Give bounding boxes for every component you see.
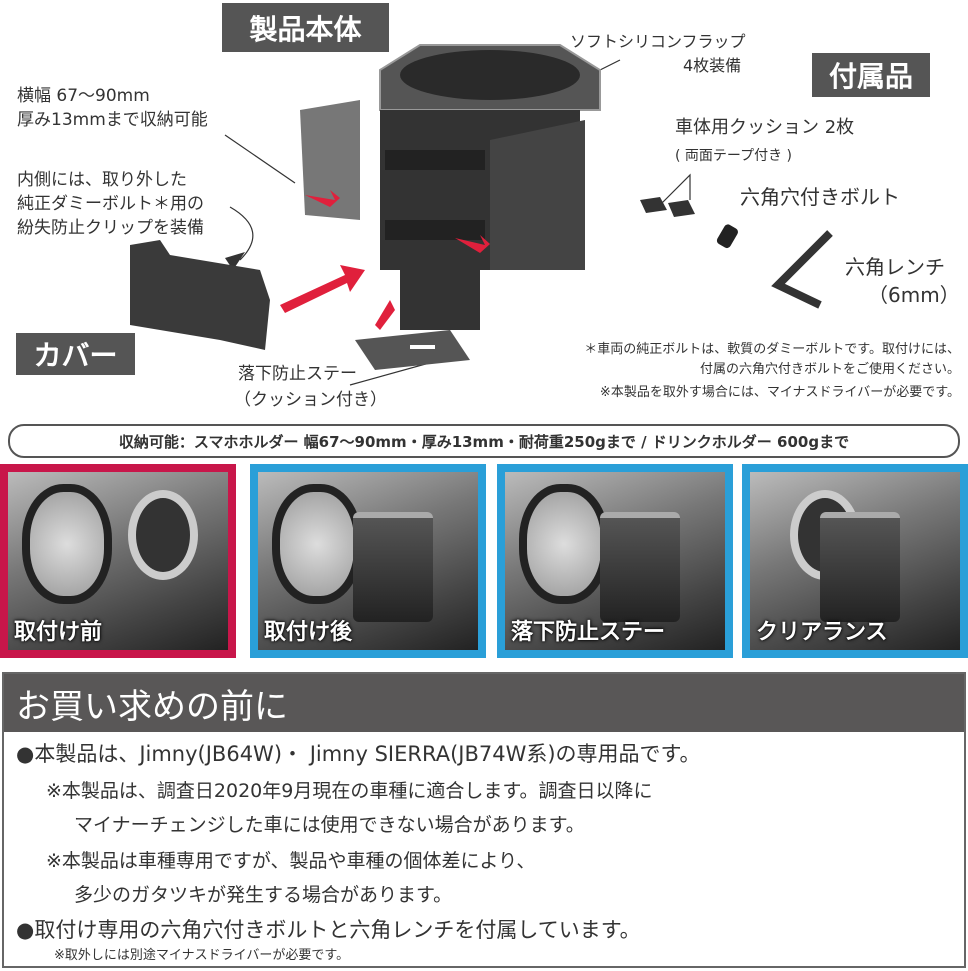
photo-clearance: クリアランス xyxy=(742,464,968,658)
photo-before-install: 取付け前 xyxy=(0,464,236,658)
hex-wrench-icon xyxy=(771,230,833,309)
wrench-annotation-2: （6mm） xyxy=(868,283,960,307)
flap-annotation-1: ソフトシリコンフラップ xyxy=(570,32,746,51)
gauge-icon xyxy=(272,484,362,604)
gauge-icon xyxy=(22,484,112,604)
photo-label: クリアランス xyxy=(756,620,888,645)
photo-label: 取付け後 xyxy=(264,620,353,645)
photo-drop-stay: 落下防止ステー xyxy=(497,464,733,658)
stay-annotation-1: 落下防止ステー xyxy=(238,364,357,384)
stay-annotation-2: （クッション付き） xyxy=(234,390,387,410)
accessories-label: 付属品 xyxy=(812,53,930,97)
holder-icon xyxy=(820,512,900,622)
gauge-icon xyxy=(519,484,609,604)
width-annotation-2: 厚み13mmまで収納可能 xyxy=(17,110,208,130)
purchase-line: ※本製品は、調査日2020年9月現在の車種に適合します。調査日以降に xyxy=(46,780,653,802)
inner-annotation-2: 純正ダミーボルト＊用の xyxy=(17,194,204,214)
before-purchase-section: お買い求めの前に ●本製品は、Jimny(JB64W)・ Jimny SIERR… xyxy=(2,672,966,968)
storage-spec-bar: 収納可能：スマホホルダー 幅67〜90mm・厚み13mm・耐荷重250gまで /… xyxy=(8,424,960,458)
product-body-label: 製品本体 xyxy=(222,3,389,52)
red-arrow-icon xyxy=(280,190,490,330)
purchase-line: 多少のガタツキが発生する場合があります。 xyxy=(74,884,453,906)
cushion-pads-icon xyxy=(640,197,695,217)
holder-icon xyxy=(600,512,680,622)
inner-annotation-3: 紛失防止クリップを装備 xyxy=(17,218,204,238)
cover-icon xyxy=(130,240,270,350)
cover-label: カバー xyxy=(16,333,135,375)
purchase-line: ●取付け専用の六角穴付きボルトと六角レンチを付属しています。 xyxy=(16,918,641,942)
cushion-annotation-2: ( 両面テープ付き ) xyxy=(675,148,792,164)
inner-annotation-1: 内側には、取り外した xyxy=(17,170,187,190)
purchase-line: ●本製品は、Jimny(JB64W)・ Jimny SIERRA(JB74W系)… xyxy=(16,742,701,766)
before-purchase-title: お買い求めの前に xyxy=(4,674,964,732)
width-annotation-1: 横幅 67〜90mm xyxy=(17,86,150,106)
bolt-annotation: 六角穴付きボルト xyxy=(740,185,900,209)
cushion-annotation-1: 車体用クッション 2枚 xyxy=(675,117,855,138)
purchase-line: マイナーチェンジした車には使用できない場合があります。 xyxy=(74,814,585,836)
bolt-icon xyxy=(716,224,738,249)
photo-label: 落下防止ステー xyxy=(511,620,666,645)
note-line-3: ※本製品を取外す場合には、マイナスドライバーが必要です。 xyxy=(599,385,960,400)
flap-annotation-2: 4枚装備 xyxy=(683,56,742,75)
photo-label: 取付け前 xyxy=(14,620,103,645)
purchase-line: ※本製品は車種専用ですが、製品や車種の個体差により、 xyxy=(46,850,536,872)
air-vent-icon xyxy=(128,490,198,580)
holder-body-icon xyxy=(300,44,601,370)
wrench-annotation-1: 六角レンチ xyxy=(845,255,945,279)
holder-icon xyxy=(353,512,433,622)
note-line-2: 付属の六角穴付きボルトをご使用ください。 xyxy=(699,362,960,377)
product-illustration xyxy=(130,44,833,386)
note-line-1: ＊車両の純正ボルトは、軟質のダミーボルトです。取付けには、 xyxy=(584,342,960,357)
purchase-line: ※取外しには別途マイナスドライバーが必要です。 xyxy=(54,948,350,963)
photo-after-install: 取付け後 xyxy=(250,464,486,658)
